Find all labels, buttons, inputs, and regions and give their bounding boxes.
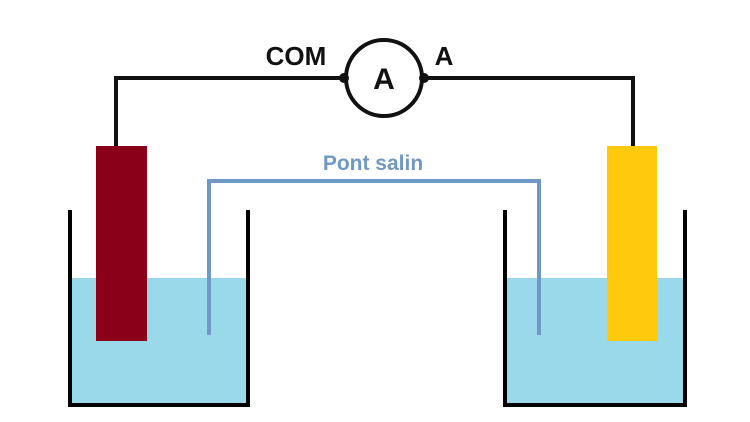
ammeter-a-terminal (419, 73, 429, 83)
left-electrode (96, 146, 147, 341)
left-beaker (68, 210, 250, 407)
left-wire (114, 76, 343, 147)
salt-bridge-tube (207, 179, 541, 335)
salt-bridge-label: Pont salin (323, 152, 423, 175)
ammeter-symbol: A (373, 63, 395, 96)
ammeter-com-terminal (339, 73, 349, 83)
right-wire (424, 76, 635, 147)
right-solution (505, 278, 685, 405)
right-beaker (503, 210, 687, 407)
terminal-a-label: A (435, 41, 454, 71)
terminal-com-label: COM (266, 41, 327, 71)
right-electrode (607, 146, 657, 341)
